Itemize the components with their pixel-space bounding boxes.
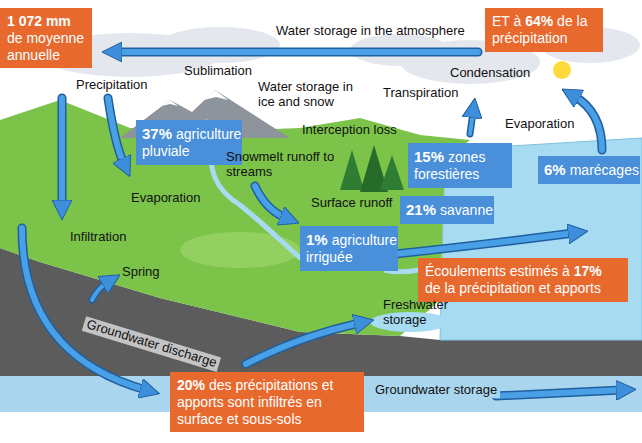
arrow-outline [255, 186, 286, 218]
runoff-arrow [255, 186, 286, 218]
summary-callout: Écoulements estimés à 17% de la précipit… [418, 258, 628, 302]
summary-callout: ET à 64% de la précipitation [485, 8, 603, 52]
process-label: Condensation [450, 66, 530, 81]
process-label: Groundwater discharge [82, 316, 221, 372]
land-use-box: 21%savanne [400, 196, 494, 224]
arrow-outline [470, 112, 473, 134]
land-use-name: savanne [440, 202, 493, 218]
cloud [160, 27, 280, 63]
infiltration-arrow [22, 228, 146, 390]
process-label: Sublimation [184, 64, 252, 79]
forest [340, 145, 404, 192]
callout-text: ET à 64% de la précipitation [492, 13, 587, 46]
transpiration-arrow [470, 112, 473, 134]
tree [340, 150, 364, 190]
sun [553, 61, 571, 79]
share-percent: 37% [142, 125, 172, 142]
callout-text: Écoulements estimés à 17% de la précipit… [425, 263, 602, 296]
arrow-outline [22, 228, 146, 390]
summary-callout: 20% des précipitations et apports sont i… [170, 372, 364, 432]
process-label: Transpiration [383, 86, 458, 101]
arrow-outline [116, 48, 478, 57]
process-label: Precipitation [76, 78, 148, 93]
discharge-arrow [246, 323, 360, 364]
process-label: Infiltration [70, 230, 126, 245]
precipitation-arrow [108, 98, 124, 164]
process-label: Surface runoff [311, 196, 392, 211]
callout-text: 20% des précipitations et apports sont i… [177, 377, 333, 427]
process-label: Freshwater storage [383, 298, 463, 328]
outflow-arrow [395, 233, 574, 254]
process-label: Evaporation [131, 191, 200, 206]
process-label: Water storage in the atmosphere [276, 24, 465, 39]
process-label: Groundwater storage [372, 383, 500, 398]
process-label: Snowmelt runoff to streams [226, 150, 336, 180]
flow-arrows [22, 52, 622, 396]
share-percent: 15% [414, 148, 444, 165]
share-percent: 1% [306, 231, 328, 248]
share-percent: 6% [544, 161, 566, 178]
land-patch [180, 232, 300, 268]
groundwater-arrow [496, 390, 622, 396]
share-percent: 21% [406, 201, 436, 218]
process-label: Water storage in ice and snow [258, 80, 370, 110]
summary-callout: 1 072 mm de moyenne annuelle [0, 8, 92, 68]
bold-figure: 1 072 mm [7, 13, 71, 29]
arrow-outline [395, 233, 574, 254]
evaporation-arrow [574, 96, 602, 150]
bold-figure: 17% [574, 263, 602, 279]
tree [380, 155, 404, 190]
arrow-outline [92, 282, 108, 300]
land-use-box: 1%agriculture irriguée [300, 226, 398, 271]
atmosphere-arrow [116, 49, 478, 55]
land-use-box: 6%marécages [538, 156, 640, 184]
arrow-outline [574, 96, 602, 150]
arrow-outline [58, 98, 67, 206]
spring-arrow [92, 282, 108, 300]
bold-figure: 20% [177, 377, 205, 393]
callout-text: 1 072 mm de moyenne annuelle [7, 13, 84, 63]
snow-cap [204, 90, 228, 100]
arrow-outline [108, 98, 124, 164]
land-use-name: marécages [570, 162, 639, 178]
arrow-outline [246, 323, 360, 364]
snow-cap [162, 100, 178, 106]
land-use-box: 15%zones forestières [408, 143, 512, 188]
process-label: Spring [122, 265, 160, 280]
process-label: Evaporation [505, 117, 574, 132]
precipitation-arrow [59, 98, 65, 206]
arrow-outline [496, 390, 622, 396]
bold-figure: 64% [525, 13, 553, 29]
process-label: Interception loss [302, 123, 397, 138]
